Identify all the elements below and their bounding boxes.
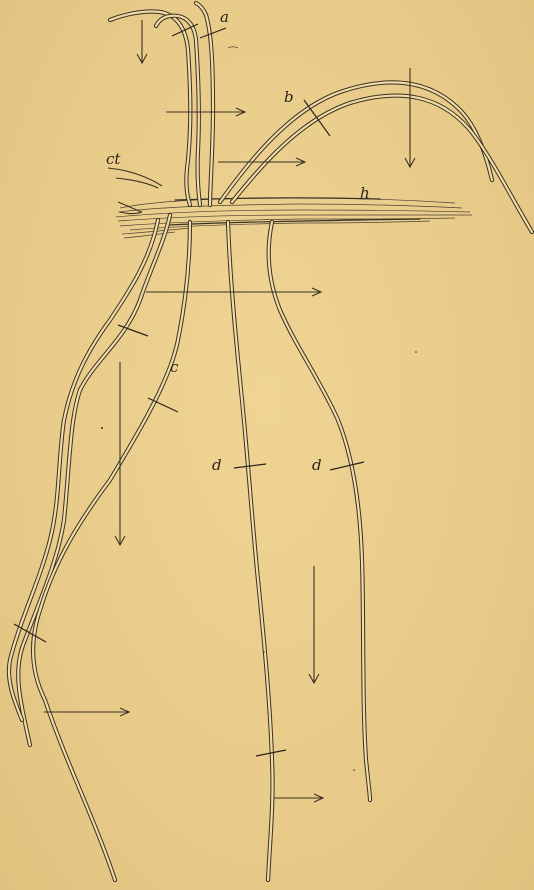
label-a: a <box>220 8 229 26</box>
label-d-right: d <box>312 456 322 474</box>
label-ct: ct <box>106 150 121 168</box>
ct-marker <box>108 168 162 214</box>
fiber-branch-a <box>110 3 238 205</box>
fiber-branch-b <box>220 82 532 232</box>
label-d-left: d <box>212 456 222 474</box>
direction-arrows <box>44 20 415 802</box>
label-c: c <box>170 358 179 376</box>
label-h: h <box>360 184 370 202</box>
label-b: b <box>284 88 294 106</box>
fiber-branch-d <box>228 222 370 880</box>
fiber-branch-c <box>9 215 190 880</box>
